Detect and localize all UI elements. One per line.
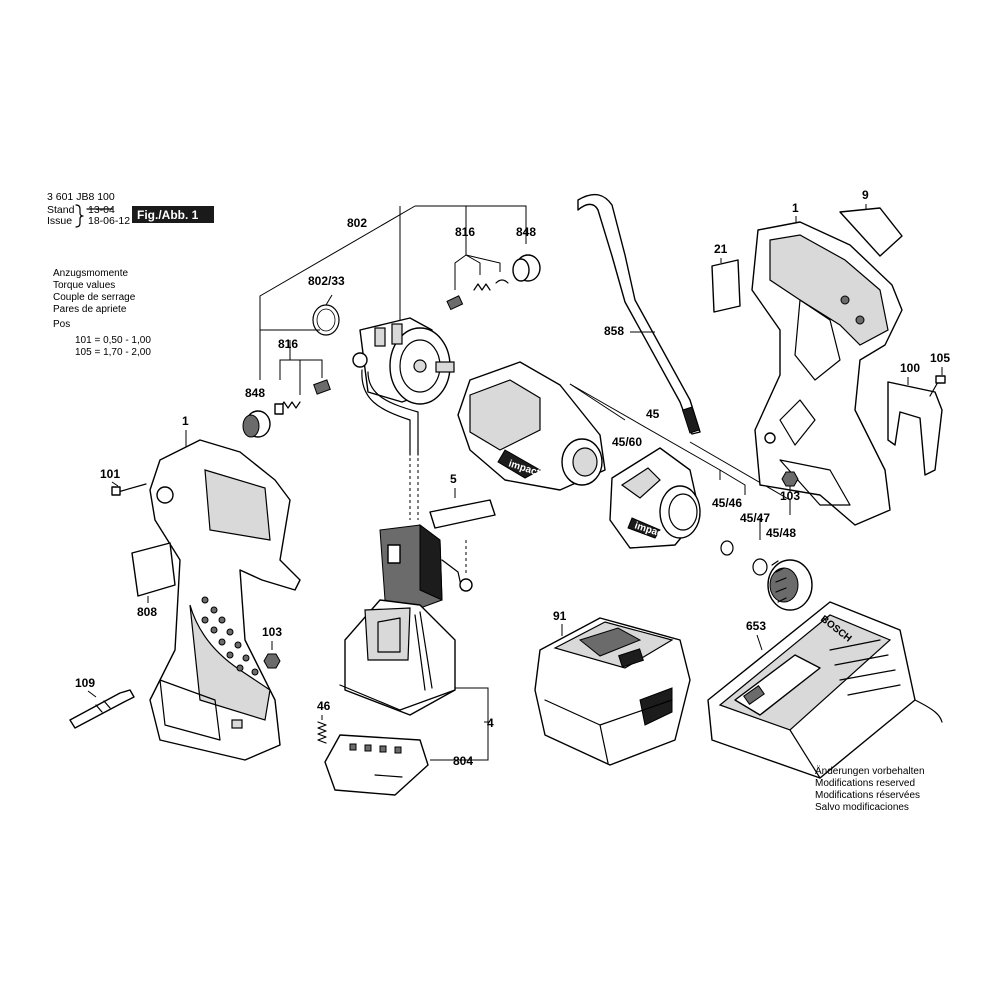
o-ring-802-33 (312, 304, 340, 336)
belt-clip-100: 100 (887, 361, 943, 476)
carbon-brush-left (313, 379, 331, 395)
callout-802-33: 802/33 (308, 274, 345, 288)
svg-text:653: 653 (746, 619, 766, 633)
ring-45-46 (720, 540, 734, 556)
footer-note-es: Salvo modificaciones (815, 802, 909, 813)
svg-text:808: 808 (137, 605, 157, 619)
brace-glyph (75, 204, 84, 228)
svg-text:45/46: 45/46 (712, 496, 742, 510)
nut-103-left: 103 (262, 625, 282, 669)
screw-101: 101 (100, 467, 147, 496)
leader-802 (259, 205, 416, 331)
svg-text:21: 21 (714, 242, 728, 256)
figure-badge (132, 206, 214, 223)
nut-103-right: 103 (780, 471, 800, 503)
svg-text:1: 1 (792, 201, 799, 215)
torque-table: Anzugsmomente Torque values Couple de se… (53, 268, 151, 358)
footer-note-fr: Modifications réservées (815, 790, 920, 801)
torque-pos-label: Pos (53, 319, 70, 330)
svg-text:45/60: 45/60 (612, 435, 642, 449)
switch-label-5 (429, 499, 496, 529)
spring-46 (317, 721, 327, 744)
bearing-cap-848-left (242, 410, 271, 438)
svg-text:105: 105 (930, 351, 950, 365)
callout-816-top: 816 (455, 225, 475, 239)
svg-text:4: 4 (487, 716, 494, 730)
label-9: 9 (839, 188, 903, 257)
callout-848-top: 848 (516, 225, 536, 239)
bit-109: 109 (69, 676, 135, 729)
contact-plate-804 (324, 734, 429, 796)
callout-848-left: 848 (245, 386, 265, 400)
svg-text:103: 103 (262, 625, 282, 639)
footer-notes: Änderungen vorbehalten Modifications res… (815, 765, 925, 813)
motor-leads (361, 369, 411, 456)
issue-label: Issue (47, 215, 72, 227)
callout-1-left: 1 (182, 414, 189, 428)
battery-pack-91: 91 (534, 609, 691, 766)
label-808: 808 (131, 542, 176, 619)
charger-653: 653 BOSCH (707, 601, 943, 779)
figure-label: Fig./Abb. 1 (137, 208, 199, 222)
svg-text:804: 804 (453, 754, 473, 768)
svg-text:101: 101 (100, 467, 120, 481)
leader-848-top (415, 205, 527, 244)
carbon-brush-top (446, 295, 464, 311)
svg-text:858: 858 (604, 324, 624, 338)
motor-assembly-group: 802 802/33 816 848 816 848 (242, 205, 541, 456)
torque-title-en: Torque values (53, 280, 115, 291)
callout-802: 802 (347, 216, 367, 230)
svg-text:100: 100 (900, 361, 920, 375)
switch-group: 5 4 46 804 (317, 458, 496, 796)
brush-spring-top (473, 283, 491, 291)
svg-text:5: 5 (450, 472, 457, 486)
issue-date: 18-06-12 (88, 215, 130, 227)
label-21: 21 (711, 242, 741, 313)
housing-half-right: 1 (751, 201, 903, 526)
belt-strap-858: 858 (577, 193, 701, 435)
torque-title-de: Anzugsmomente (53, 268, 128, 279)
svg-text:91: 91 (553, 609, 567, 623)
svg-text:45: 45 (646, 407, 660, 421)
motor-body (352, 317, 455, 456)
gear-housing-group: 45 45/60 45/46 45/47 45/48 impact impact (457, 361, 813, 611)
stand-date: 13-04 (88, 204, 115, 216)
svg-text:46: 46 (317, 699, 331, 713)
footer-note-en: Modifications reserved (815, 778, 915, 789)
torque-row-101: 101 = 0,50 - 1,00 (75, 335, 151, 346)
callout-816-left: 816 (278, 337, 298, 351)
bearing-cap-848-top (512, 254, 541, 282)
brush-spring-left (279, 401, 301, 409)
svg-text:103: 103 (780, 489, 800, 503)
stand-label: Stand (47, 204, 75, 216)
svg-text:45/48: 45/48 (766, 526, 796, 540)
sleeve-45-48 (767, 559, 813, 611)
charger-cable (914, 699, 943, 723)
svg-text:45/47: 45/47 (740, 511, 770, 525)
torque-row-105: 105 = 1,70 - 2,00 (75, 347, 151, 358)
svg-text:9: 9 (862, 188, 869, 202)
part-number: 3 601 JB8 100 (47, 191, 115, 203)
housing-half-left: 1 (149, 414, 301, 761)
torque-title-fr: Couple de serrage (53, 292, 136, 303)
svg-text:109: 109 (75, 676, 95, 690)
torque-title-es: Pares de apriete (53, 304, 127, 315)
footer-note-de: Änderungen vorbehalten (815, 765, 925, 777)
header-block: 3 601 JB8 100 Stand Issue 13-04 18-06-12… (47, 191, 214, 228)
screw-105: 105 (929, 351, 950, 397)
ring-45-47 (752, 558, 768, 576)
